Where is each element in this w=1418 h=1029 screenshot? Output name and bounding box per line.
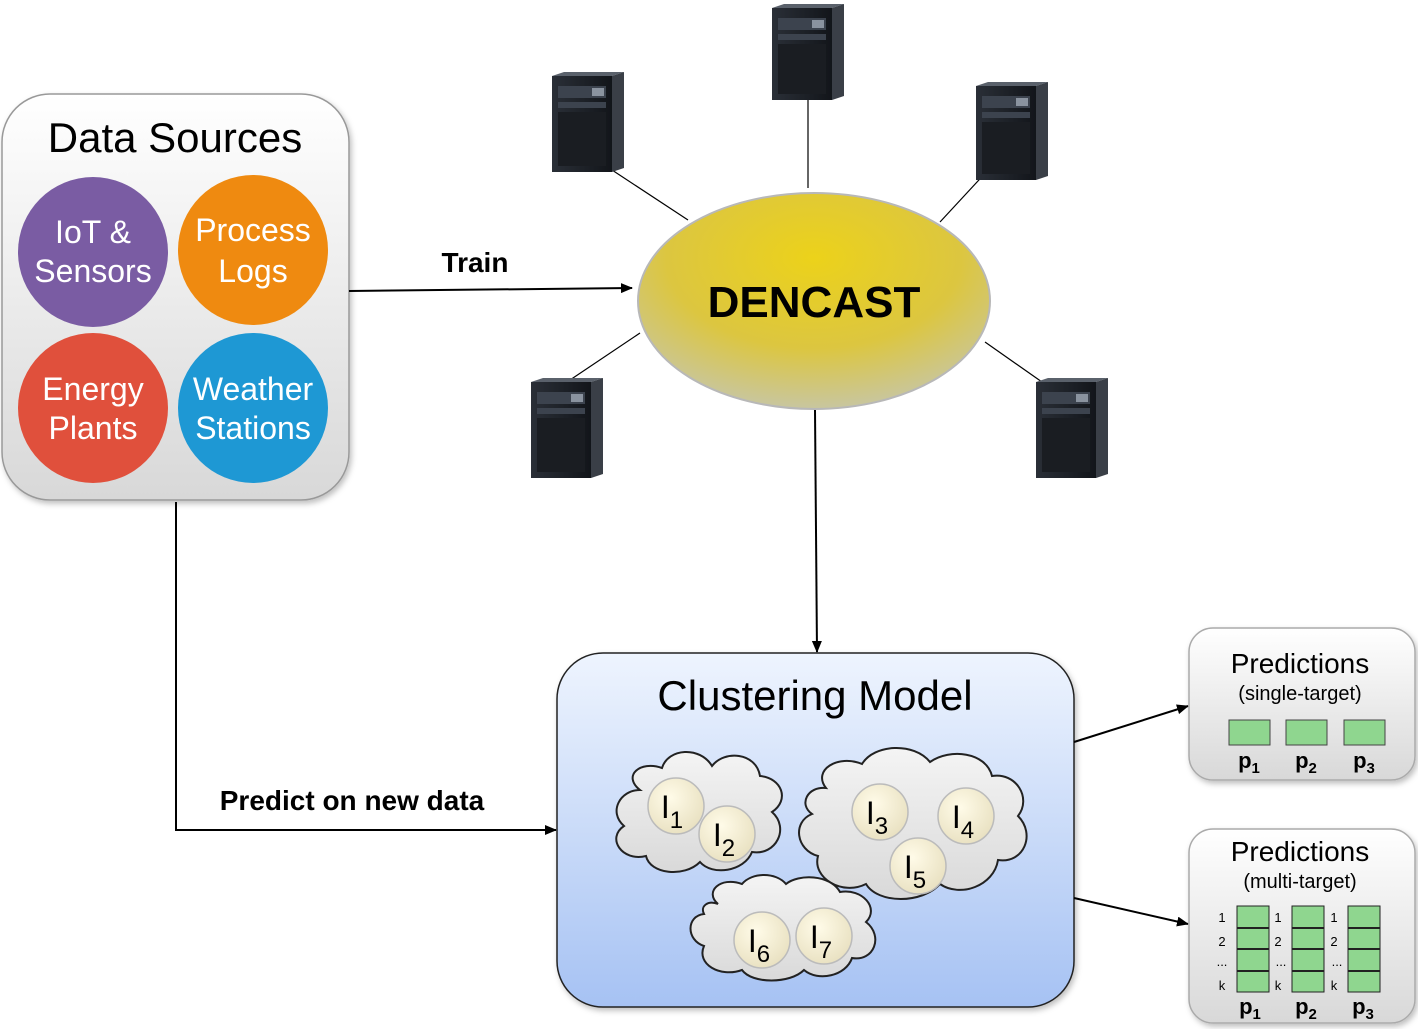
row-label: ... (1332, 954, 1343, 969)
train-arrow (348, 283, 633, 294)
energy-plants-label: Energy (42, 371, 143, 407)
instance-node: I3 (851, 783, 909, 841)
row-label: k (1331, 978, 1338, 993)
weather-stations-label: Weather (193, 371, 314, 407)
row-label: 1 (1274, 910, 1281, 925)
process-logs-label: Logs (218, 253, 287, 289)
prediction-column (1291, 905, 1325, 993)
instance-node: I2 (698, 805, 756, 863)
svg-text:I4: I4 (952, 799, 974, 844)
energy-plants-circle (18, 333, 168, 483)
server-icon (1036, 378, 1108, 478)
clustering-model-title: Clustering Model (657, 672, 972, 719)
iot-sensors-circle (18, 177, 168, 327)
process-logs-label: Process (195, 212, 311, 248)
svg-text:I5: I5 (904, 849, 926, 894)
model-arrow (811, 409, 822, 653)
cluster-cloud (798, 747, 1028, 900)
row-label: ... (1217, 954, 1228, 969)
predictions-single-title: Predictions (1231, 648, 1370, 679)
prediction-label: p2 (1295, 748, 1317, 777)
prediction-label: p1 (1238, 748, 1260, 777)
svg-text:I1: I1 (661, 789, 683, 834)
server-icon (976, 82, 1048, 180)
server-icon (772, 4, 844, 100)
server-icon (552, 72, 624, 172)
instance-node: I1 (647, 777, 705, 835)
data-sources-title: Data Sources (48, 114, 302, 161)
weather-stations-label: Stations (195, 410, 311, 446)
prediction-cell (1285, 719, 1328, 746)
row-label: 1 (1218, 910, 1225, 925)
prediction-column (1236, 905, 1270, 993)
dencast-node (637, 192, 991, 410)
iot-sensors-label: IoT & (55, 214, 131, 250)
instance-node: I4 (937, 787, 995, 845)
predictions-single-subtitle: (single-target) (1238, 683, 1361, 705)
train-label: Train (442, 247, 509, 278)
process-logs-circle (178, 175, 328, 325)
prediction-label: p3 (1353, 748, 1375, 777)
row-label: k (1275, 978, 1282, 993)
energy-plants-label: Plants (49, 410, 138, 446)
weather-stations-circle (178, 333, 328, 483)
instance-node: I6 (733, 911, 791, 969)
svg-text:I2: I2 (713, 817, 735, 862)
row-label: 2 (1218, 934, 1225, 949)
iot-sensors-label: Sensors (34, 253, 151, 289)
prediction-cell (1228, 719, 1271, 746)
row-label: k (1219, 978, 1226, 993)
single-target-arrow (1073, 704, 1189, 743)
predict-label: Predict on new data (220, 785, 485, 816)
prediction-column (1347, 905, 1381, 993)
predictions-multi-subtitle: (multi-target) (1243, 871, 1356, 893)
row-label: 2 (1330, 934, 1337, 949)
predict-arrow (175, 502, 557, 835)
instance-node: I7 (795, 907, 853, 965)
dencast-label: DENCAST (708, 278, 921, 327)
row-label: ... (1276, 954, 1287, 969)
prediction-label: p1 (1239, 994, 1261, 1023)
row-labels: 1 2 ... k 1 2 ... k 1 2 ... k (1217, 910, 1343, 993)
prediction-label: p2 (1295, 994, 1317, 1023)
server-icon (531, 378, 603, 478)
svg-text:I3: I3 (866, 795, 888, 840)
svg-text:I7: I7 (810, 919, 832, 964)
multi-target-arrow (1073, 897, 1189, 927)
svg-text:I6: I6 (748, 923, 770, 968)
instance-node: I5 (889, 837, 947, 895)
row-label: 1 (1330, 910, 1337, 925)
prediction-label: p3 (1352, 994, 1374, 1023)
prediction-cell (1343, 719, 1386, 746)
predictions-multi-title: Predictions (1231, 836, 1370, 867)
row-label: 2 (1274, 934, 1281, 949)
